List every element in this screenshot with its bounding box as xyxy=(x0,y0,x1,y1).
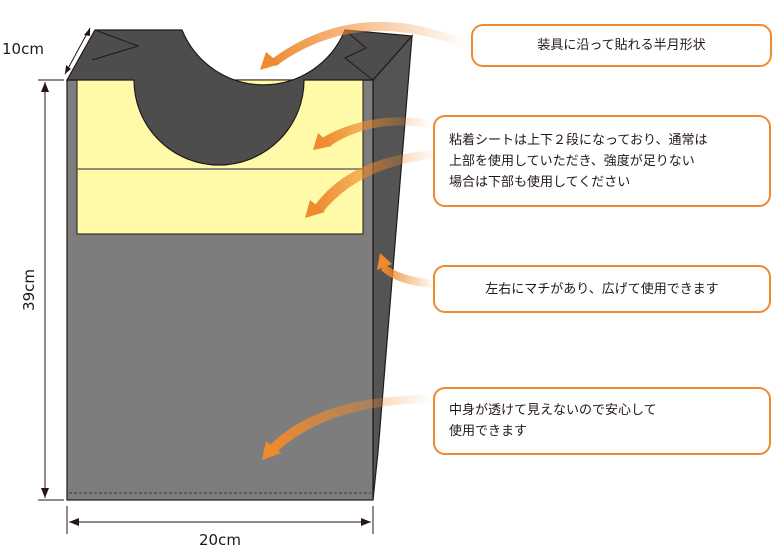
dim-label-top: 10cm xyxy=(2,40,44,58)
flap-fold-notch-right xyxy=(344,29,374,81)
callout-text: 左右にマチがあり、広げて使用できます xyxy=(485,281,719,297)
arrow-opaque xyxy=(270,395,432,452)
callout-text: 使用できます xyxy=(449,424,528,439)
dim-label-width: 20cm xyxy=(199,531,241,549)
callout-opaque: 中身が透けて見えないので安心して 使用できます xyxy=(433,387,771,455)
dim-arrowhead xyxy=(361,518,371,526)
dim-arrowhead xyxy=(84,28,90,36)
dim-arrowhead xyxy=(41,488,49,498)
dim-line-top xyxy=(64,27,91,75)
arrowhead-opaque xyxy=(262,441,281,460)
arrowhead-gusset xyxy=(377,253,392,270)
dim-arrowhead xyxy=(41,82,49,92)
arrow-adhesive-upper xyxy=(322,117,432,146)
callout-gusset: 左右にマチがあり、広げて使用できます xyxy=(433,265,771,313)
callout-text: 装具に沿って貼れる半月形状 xyxy=(537,38,706,53)
dim-arrowhead xyxy=(69,518,79,526)
arrow-gusset xyxy=(381,264,434,288)
dim-label-height: 39cm xyxy=(20,269,38,311)
callout-text: 粘着シートは上下２段になっており、通常は xyxy=(449,132,708,148)
arrow-adhesive-lower xyxy=(315,150,438,212)
arrow-half-moon xyxy=(268,21,466,66)
arrowhead-adhesive-upper xyxy=(313,133,332,150)
flap-fold-notch xyxy=(91,29,140,61)
callout-text: 中身が透けて見えないので安心して xyxy=(449,403,657,418)
dim-arrowhead xyxy=(65,65,71,74)
callout-text: 場合は下部も使用してください xyxy=(449,174,631,190)
callout-half-moon: 装具に沿って貼れる半月形状 xyxy=(471,24,772,67)
callout-text: 上部を使用していただき、強度が足りない xyxy=(449,153,695,169)
arrowhead-adhesive-lower xyxy=(305,200,325,218)
arrowhead-half-moon xyxy=(260,52,280,70)
half-moon-flap xyxy=(65,29,414,166)
callout-adhesive: 粘着シートは上下２段になっており、通常は 上部を使用していただき、強度が足りない… xyxy=(433,115,771,207)
